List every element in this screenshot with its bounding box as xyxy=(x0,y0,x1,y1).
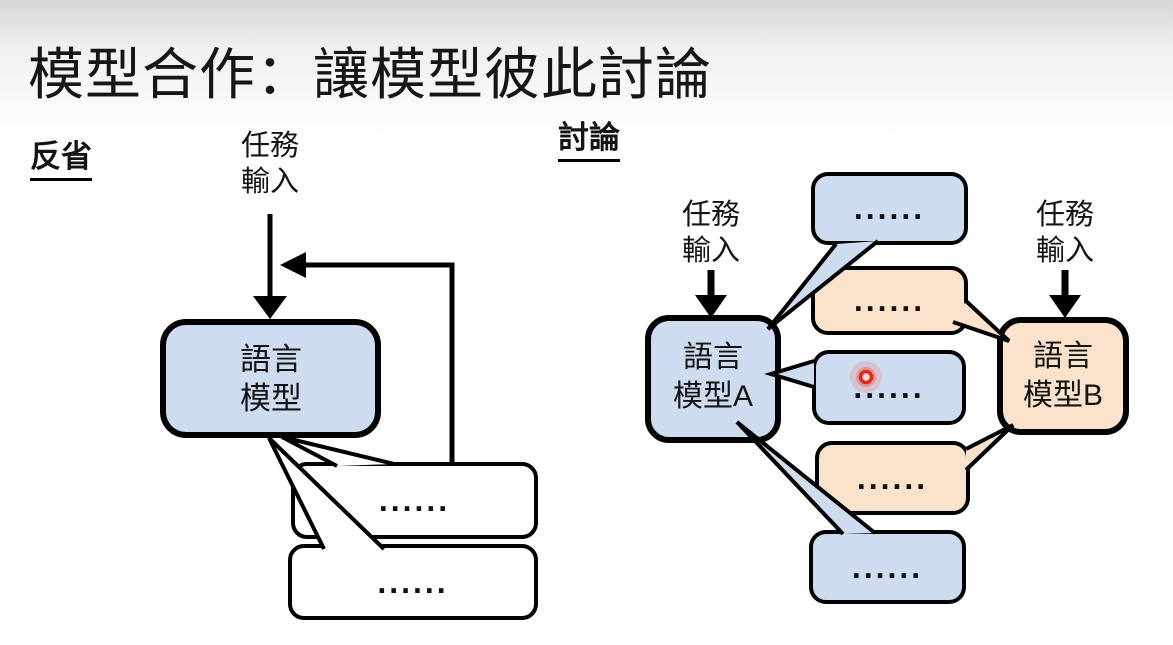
language-model-a-box xyxy=(645,315,781,443)
task-input-arrowhead-left-icon xyxy=(253,296,287,319)
reflection-bubble-2 xyxy=(288,544,538,620)
speech-tail xyxy=(281,435,395,468)
task-input-arrowhead-b-icon xyxy=(1049,295,1081,318)
task-input-label-left: 任務 輸入 xyxy=(240,130,300,198)
language-model-b-label: 語言 模型B xyxy=(1022,340,1104,412)
discussion-section-label: 討論 xyxy=(558,112,620,162)
task-input-label-a: 任務 輸入 xyxy=(681,199,741,267)
reflection-bubble-1-text: ...... xyxy=(378,482,451,518)
discussion-bubble-3-text: ...... xyxy=(853,369,925,405)
task-input-label-b: 任務 輸入 xyxy=(1035,199,1095,267)
discussion-bubble-2-text: ...... xyxy=(853,282,926,318)
speech-tail xyxy=(766,239,880,331)
reflection-bubble-2-text: ...... xyxy=(377,563,449,600)
speech-tail xyxy=(952,299,1011,343)
discussion-bubble-2 xyxy=(811,266,968,335)
laser-pointer-dot-icon xyxy=(850,361,882,393)
discussion-bubble-1-text: ...... xyxy=(853,190,926,226)
discussion-bubble-5 xyxy=(809,530,966,604)
discussion-bubble-3 xyxy=(812,350,966,425)
discussion-bubble-1 xyxy=(811,172,968,245)
language-model-box xyxy=(160,319,381,438)
language-model-a-label: 語言 模型A xyxy=(672,341,754,413)
discussion-bubble-4-text: ...... xyxy=(856,459,929,496)
discussion-bubble-5-text: ...... xyxy=(851,548,924,585)
language-model-b-box xyxy=(997,317,1129,435)
feedback-arrowhead-icon xyxy=(280,252,306,278)
reflection-section-label: 反省 xyxy=(30,131,92,181)
task-input-arrowhead-a-icon xyxy=(695,295,727,318)
slide-title: 模型合作：讓模型彼此討論 xyxy=(28,43,712,106)
feedback-arrow-line xyxy=(306,262,455,462)
speech-tail xyxy=(764,359,815,389)
speech-tail xyxy=(267,436,386,551)
discussion-bubble-4 xyxy=(815,441,970,515)
language-model-label: 語言 模型 xyxy=(240,342,302,416)
speech-tail xyxy=(964,423,1015,472)
speech-tail xyxy=(735,420,877,536)
